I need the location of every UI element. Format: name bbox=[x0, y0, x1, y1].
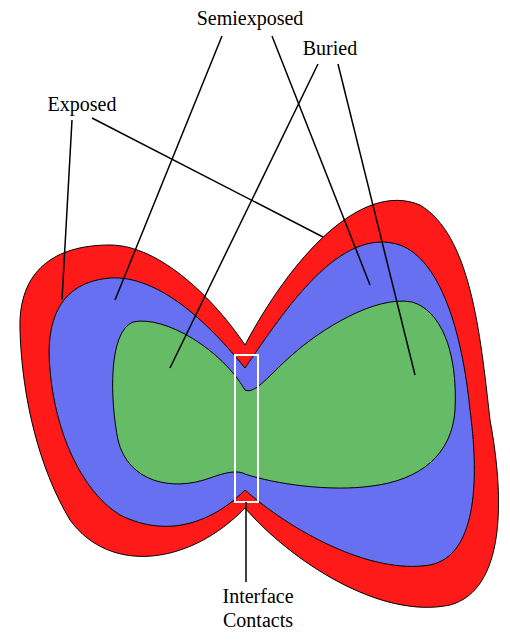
region-label: Semiexposed bbox=[197, 6, 304, 30]
interface-box bbox=[235, 355, 258, 502]
leader-line bbox=[115, 36, 222, 300]
exposed-region bbox=[20, 200, 499, 607]
leader-line bbox=[92, 118, 323, 237]
region-label: Interface Contacts bbox=[212, 584, 304, 632]
semiexposed-region bbox=[49, 242, 474, 566]
leader-line bbox=[272, 36, 370, 285]
leader-lines bbox=[62, 36, 415, 582]
leader-line bbox=[338, 64, 415, 375]
region-label: Exposed bbox=[48, 92, 117, 116]
region-label: Buried bbox=[303, 36, 357, 60]
leader-line bbox=[170, 64, 318, 368]
leader-line bbox=[62, 120, 72, 300]
leader-line bbox=[245, 502, 247, 582]
